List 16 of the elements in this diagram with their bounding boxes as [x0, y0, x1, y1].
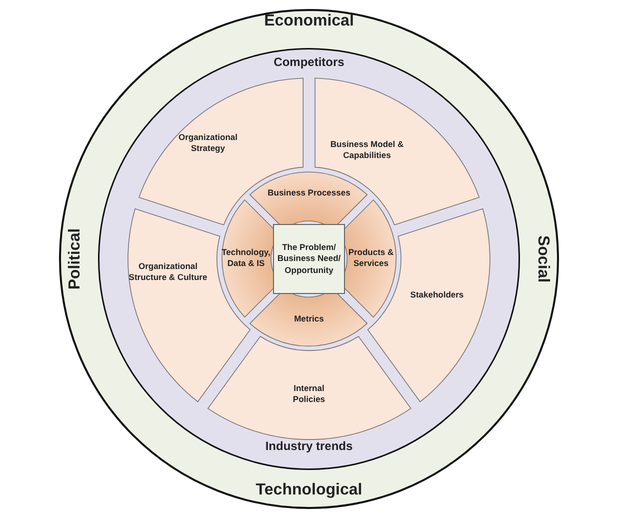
segment-label: Metrics [293, 313, 325, 324]
segment-label: Business Processes [266, 187, 352, 199]
problem-box: The Problem/ Business Need/ Opportunity [273, 224, 345, 294]
ring-label: Competitors [274, 55, 344, 71]
sector-label: Organizational Structure & Culture [128, 260, 208, 284]
segment-label: Technology, Data & IS [221, 246, 271, 270]
ring-label: Economical [264, 12, 354, 32]
sector-label: Organizational Strategy [177, 132, 238, 154]
segment-label: Products & Services [347, 246, 395, 270]
ring-label: Technological [256, 480, 362, 501]
sector-label: Internal Policies [292, 382, 326, 406]
sector-label: Business Model & Capabilities [329, 138, 405, 162]
sector-label: Stakeholders [409, 289, 465, 300]
ring-label: Industry trends [265, 439, 353, 455]
ring-label: Political [66, 228, 85, 290]
ring-label: Social [533, 235, 552, 283]
